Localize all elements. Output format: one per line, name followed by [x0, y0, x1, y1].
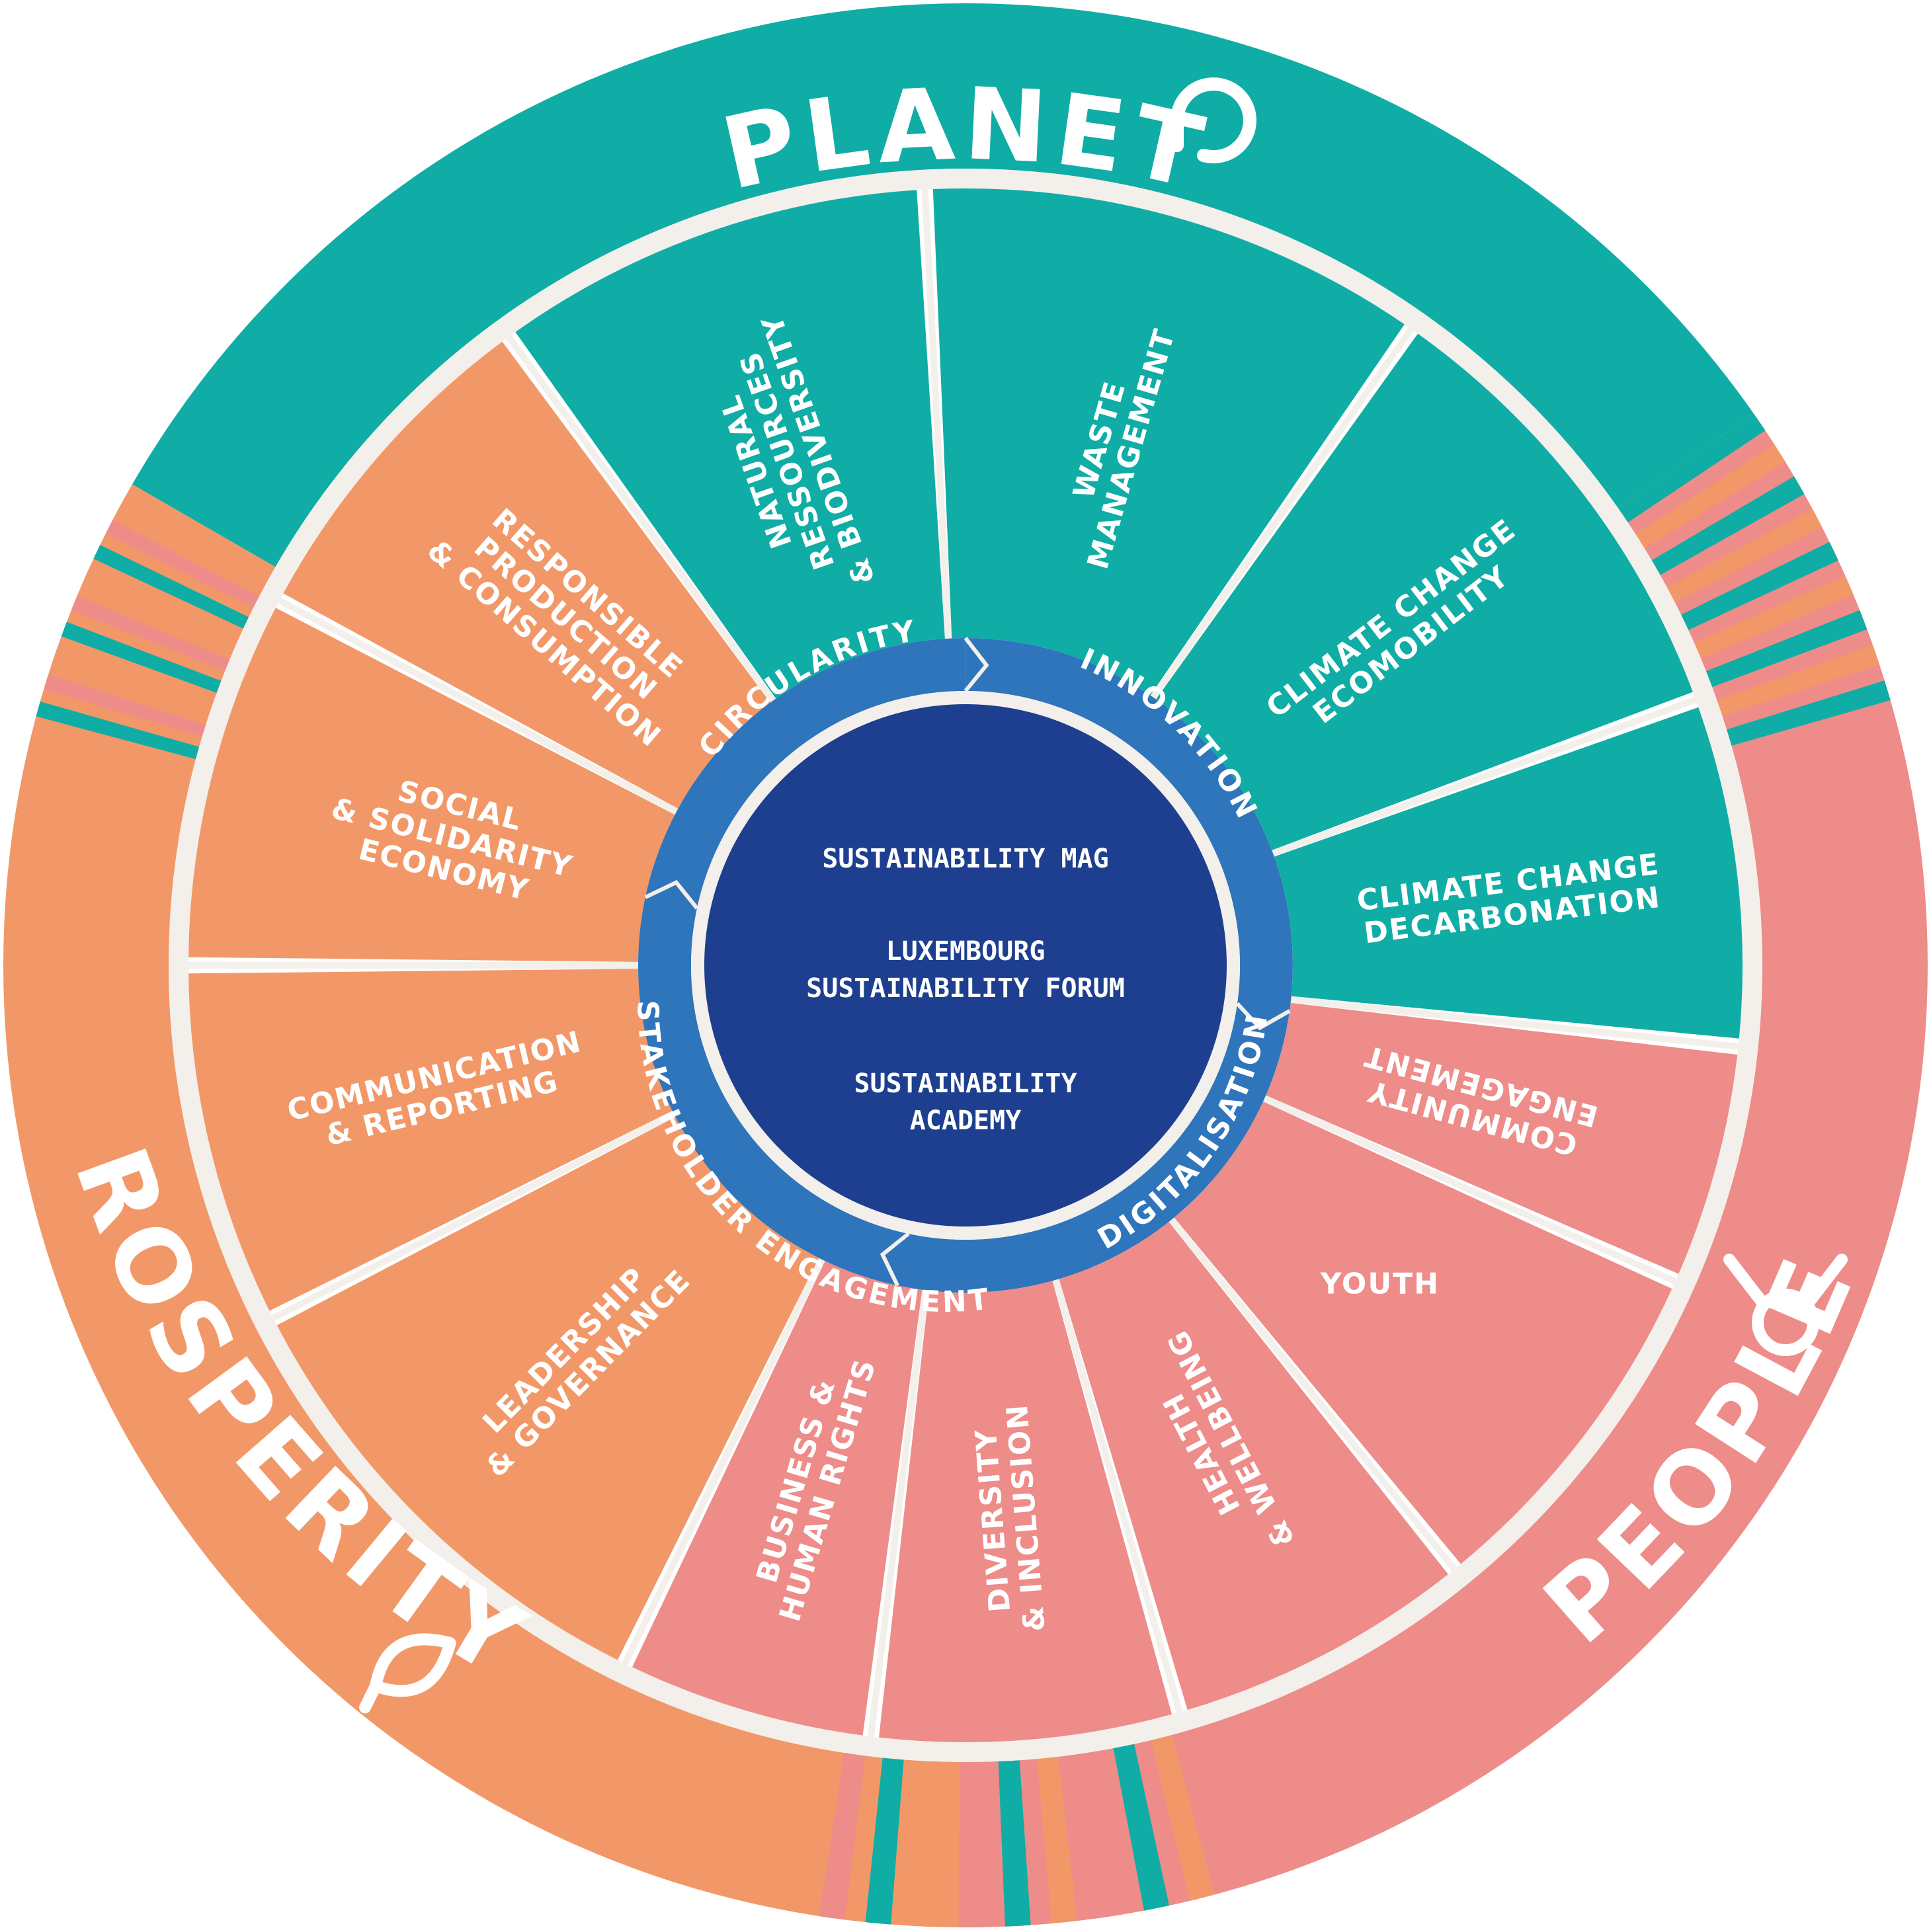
segment-separator [1290, 996, 1739, 1050]
segment-label-line: YOUTH [1320, 1267, 1440, 1301]
core-texts: SUSTAINABILITY MAG LUXEMBOURG SUSTAINABI… [806, 844, 1125, 1136]
transition-stripe [81, 570, 239, 650]
transition-stripe [1075, 1751, 1124, 1919]
transition-stripe [911, 1761, 942, 1927]
segment-prosperity [283, 341, 770, 809]
segment-separator [867, 1289, 929, 1737]
transition-stripe [1681, 542, 1838, 630]
transition-stripe [1726, 680, 1891, 746]
transition-stripe [71, 596, 230, 672]
outer-border-ring [169, 169, 1762, 1762]
transition-stripe [1666, 508, 1823, 602]
segment-prosperity [276, 1117, 819, 1660]
category-segments [188, 188, 1743, 1742]
transition-stripe [865, 1757, 904, 1925]
center-line-forum-b: SUSTAINABILITY FORUM [806, 973, 1125, 1004]
core-circle [704, 704, 1227, 1227]
segment-people [1266, 1002, 1738, 1274]
transition-stripe [819, 1752, 866, 1920]
segment-separator [1169, 1217, 1458, 1572]
segment-separator [1150, 327, 1415, 700]
transition-stripe [105, 520, 259, 608]
segment-separator [271, 1111, 676, 1321]
transition-stripe [958, 1761, 985, 1927]
theme-separator [1235, 1002, 1291, 1031]
segment-prosperity [188, 969, 673, 1311]
transition-stripe [1651, 476, 1805, 575]
transition-stripe [998, 1760, 1031, 1927]
transition-stripe [118, 495, 270, 588]
outer-arc-prosperity [3, 484, 966, 1927]
center-line-academy-a: SUSTAINABILITY [854, 1068, 1077, 1099]
transition-stripe [1717, 645, 1880, 717]
segment-separator [1052, 1279, 1183, 1713]
transition-stripe [1151, 1734, 1215, 1901]
segment-planet [932, 188, 1405, 696]
theme-separator [964, 637, 989, 692]
planet-leaf-icon [1171, 77, 1256, 163]
segment-separator [278, 597, 678, 815]
outer-arc-people [966, 413, 1928, 1927]
segment-separator [921, 189, 952, 639]
transition-stripes [36, 413, 1891, 1927]
people-icon [1723, 1254, 1848, 1356]
theme-ring [637, 637, 1293, 1293]
segment-people [1174, 1102, 1672, 1564]
transition-stripe [61, 622, 222, 693]
theme-separator [644, 879, 699, 910]
segment-planet [1274, 707, 1743, 1039]
segment-label-group: YOUTH [1320, 1267, 1440, 1301]
center-line-academy-b: ACADEMY [910, 1106, 1022, 1136]
segment-people [632, 1261, 923, 1736]
transition-stripe [93, 545, 249, 629]
transition-stripe [1694, 575, 1854, 659]
transition-stripe [1635, 444, 1786, 549]
outer-arc-planet [132, 3, 1754, 567]
segment-separator [506, 335, 776, 703]
prosperity-leaf-icon [359, 1633, 456, 1714]
transition-stripe [44, 674, 206, 737]
transition-stripe [52, 648, 214, 715]
segment-people [879, 1281, 1172, 1742]
transition-stripe [1618, 413, 1766, 523]
transition-stripe [1113, 1744, 1170, 1911]
segment-planet [1156, 333, 1693, 850]
transition-stripe [1036, 1756, 1077, 1924]
segment-separator [1263, 1095, 1677, 1285]
center-line-forum-a: LUXEMBOURG [886, 936, 1046, 967]
segment-people [1059, 1221, 1448, 1711]
segment-separator [1272, 696, 1697, 857]
segment-separator [622, 1258, 825, 1666]
segment-prosperity [188, 608, 675, 962]
transition-stripe [36, 701, 200, 760]
theme-separator [880, 1232, 910, 1287]
center-line-mag: SUSTAINABILITY MAG [822, 844, 1108, 874]
segment-planet [515, 190, 945, 699]
transition-stripe [1705, 610, 1868, 688]
outer-pillar-ring [3, 3, 1928, 1927]
